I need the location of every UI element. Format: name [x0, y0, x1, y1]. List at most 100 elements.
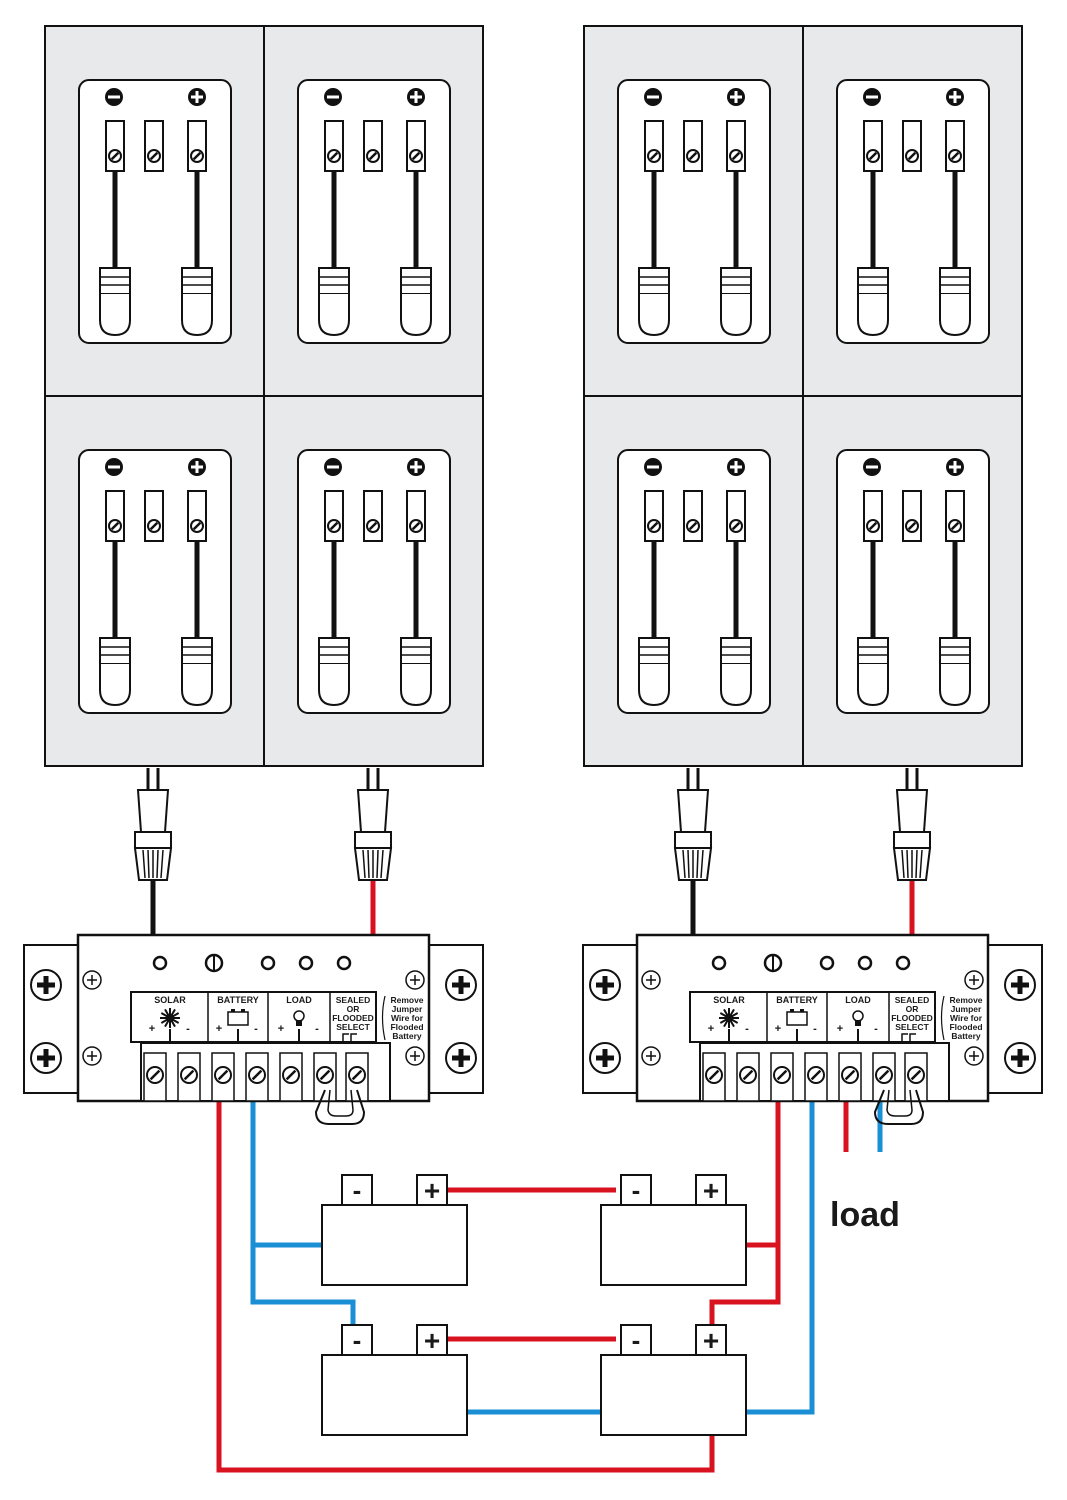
- indicator-led: [298, 955, 314, 971]
- negative-terminal-label: -: [353, 1175, 362, 1205]
- junction-box: [297, 79, 451, 344]
- screw-icon: [327, 519, 341, 533]
- negative-terminal: [341, 1174, 373, 1206]
- terminal-screw-icon: [773, 1066, 791, 1084]
- solar-panel: [263, 395, 484, 767]
- plus-screw-icon: [964, 970, 984, 990]
- test-button: [204, 953, 224, 973]
- junction-box: [617, 79, 771, 344]
- minus-icon: [863, 88, 881, 106]
- plus-screw-icon: [82, 1046, 102, 1066]
- screw-icon: [108, 149, 122, 163]
- junction-box: [836, 79, 990, 344]
- cable-gland: [99, 171, 131, 337]
- screw-icon: [108, 519, 122, 533]
- sealed-select-label: SELECT: [895, 1022, 929, 1032]
- battery: -+: [321, 1324, 468, 1436]
- plus-screw-icon: [964, 1046, 984, 1066]
- terminal-block: [324, 120, 344, 172]
- minus-icon: [105, 88, 123, 106]
- terminal-screw-icon: [841, 1066, 859, 1084]
- terminal-screw-icon: [214, 1066, 232, 1084]
- solar-panel: [802, 25, 1023, 397]
- plus-icon: [946, 458, 964, 476]
- screw-icon: [366, 149, 380, 163]
- positive-terminal-label: +: [703, 1325, 719, 1356]
- screw-icon: [409, 149, 423, 163]
- indicator-led: [336, 955, 352, 971]
- indicator-led: [152, 955, 168, 971]
- mounting-screw-icon: [445, 1042, 477, 1074]
- select-arrow-icon: [901, 1033, 908, 1042]
- battery-icon: [786, 1009, 808, 1026]
- screw-icon: [729, 149, 743, 163]
- terminal-block: [363, 490, 383, 542]
- junction-box: [78, 79, 232, 344]
- indicator-led: [260, 955, 276, 971]
- terminal-block: [683, 490, 703, 542]
- minus-mark: -: [315, 1023, 319, 1035]
- jumper-wire: [873, 1089, 925, 1125]
- solar-panel: [802, 395, 1023, 767]
- sealed-select-label: FLOODED: [332, 1013, 374, 1023]
- cable-gland: [99, 541, 131, 707]
- positive-terminal: [695, 1174, 727, 1206]
- screw-icon: [686, 519, 700, 533]
- positive-terminal-label: +: [424, 1325, 440, 1356]
- plus-screw-icon: [641, 970, 661, 990]
- cable-gland: [181, 171, 213, 337]
- mounting-screw-icon: [1004, 969, 1036, 1001]
- terminal-screw-icon: [316, 1066, 334, 1084]
- terminal-block: [902, 490, 922, 542]
- terminal-label-panel: [130, 991, 377, 1043]
- terminal-screw-icon: [348, 1066, 366, 1084]
- battery-label: BATTERY: [217, 995, 259, 1005]
- terminal-block: [863, 490, 883, 542]
- negative-terminal: [620, 1324, 652, 1356]
- mounting-screw-icon: [30, 1042, 62, 1074]
- terminal-screw-icon: [907, 1066, 925, 1084]
- load-label: load: [830, 1196, 900, 1234]
- terminal-block: [945, 120, 965, 172]
- terminal-block: [324, 490, 344, 542]
- terminal-block: [105, 120, 125, 172]
- terminal-block: [683, 120, 703, 172]
- negative-terminal-label: -: [353, 1325, 362, 1355]
- terminal-screw-icon: [146, 1066, 164, 1084]
- screw-icon: [686, 149, 700, 163]
- mc4-connector: [133, 768, 173, 881]
- minus-mark: -: [745, 1023, 749, 1035]
- solar-panel: [44, 25, 265, 397]
- sealed-select-label: SEALED: [895, 995, 929, 1005]
- jumper-wire: [314, 1089, 366, 1125]
- solar-panel: [583, 25, 804, 397]
- battery: -+: [321, 1174, 468, 1286]
- positive-wire: [709, 1245, 781, 1325]
- terminal-block: [363, 120, 383, 172]
- test-button: [763, 953, 783, 973]
- indicator-led: [857, 955, 873, 971]
- battery: -+: [600, 1324, 747, 1436]
- jumper-note-label: Jumper: [392, 1004, 423, 1014]
- terminal-screw-icon: [248, 1066, 266, 1084]
- bulb-icon: [852, 1010, 864, 1026]
- minus-icon: [644, 88, 662, 106]
- screw-icon: [366, 519, 380, 533]
- plus-screw-icon: [405, 970, 425, 990]
- minus-icon: [644, 458, 662, 476]
- cable-gland: [857, 171, 889, 337]
- minus-icon: [324, 458, 342, 476]
- junction-box: [78, 449, 232, 714]
- plus-screw-icon: [405, 1046, 425, 1066]
- sealed-select-label: OR: [906, 1004, 919, 1014]
- plus-icon: [407, 88, 425, 106]
- screw-icon: [647, 149, 661, 163]
- terminal-block: [105, 490, 125, 542]
- sun-icon: [719, 1008, 739, 1028]
- terminal-block: [187, 120, 207, 172]
- mounting-screw-icon: [589, 969, 621, 1001]
- terminal-block: [406, 120, 426, 172]
